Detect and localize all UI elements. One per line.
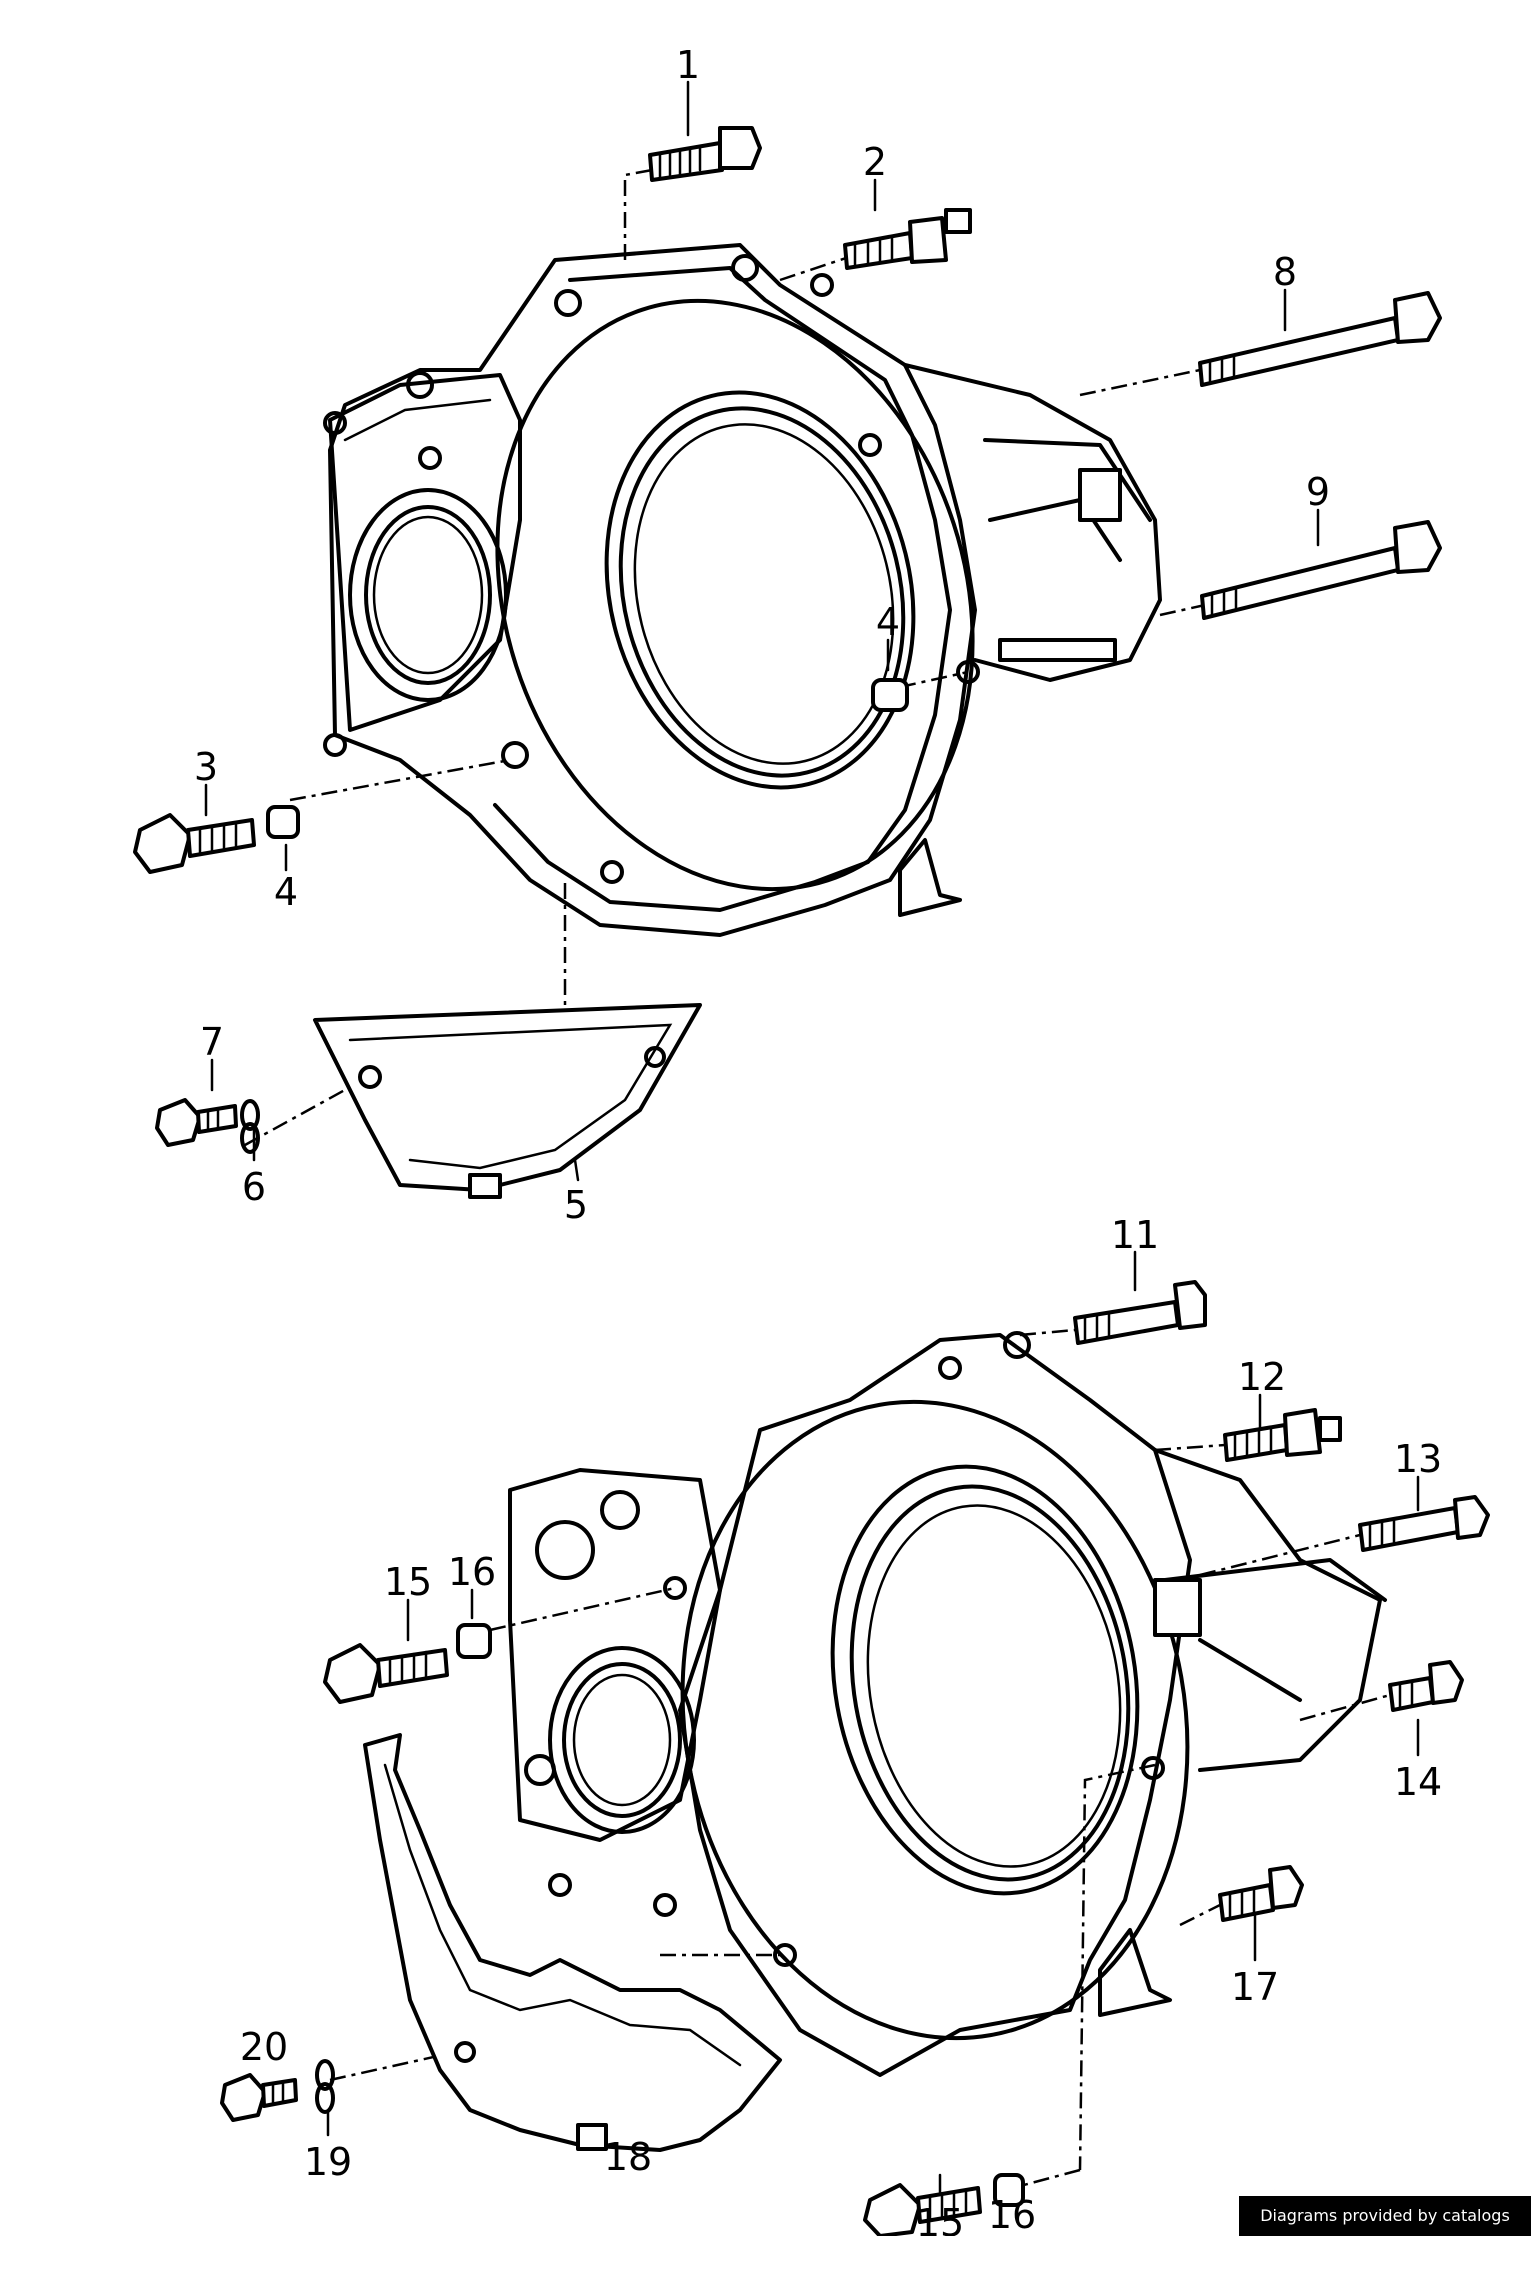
callout-20: 20 xyxy=(240,2025,288,2069)
callout-5: 5 xyxy=(564,1183,588,1227)
bolt-15-lower xyxy=(863,2183,982,2236)
sleeve-4-upper xyxy=(871,678,909,712)
cover-plate-5 xyxy=(313,1003,702,1199)
upper-bellhousing xyxy=(323,243,1162,937)
lower-leader-lines xyxy=(326,1250,1420,2207)
bolt-15-upper xyxy=(323,1643,449,1704)
callout-13: 13 xyxy=(1394,1437,1442,1481)
bolt-8 xyxy=(1198,291,1442,387)
callout-16-lower: 16 xyxy=(988,2193,1036,2236)
washer-6 xyxy=(240,1099,260,1154)
callout-4-lower: 4 xyxy=(274,870,298,914)
bolt-11 xyxy=(1073,1280,1207,1345)
bolt-17 xyxy=(1218,1865,1304,1922)
stud-12 xyxy=(1223,1408,1342,1462)
callout-14: 14 xyxy=(1394,1760,1442,1804)
callout-2: 2 xyxy=(863,140,887,184)
washer-19 xyxy=(315,2059,335,2114)
bolt-13 xyxy=(1358,1495,1490,1552)
callout-8: 8 xyxy=(1273,250,1297,294)
cover-plate-18 xyxy=(363,1733,782,2152)
callout-1: 1 xyxy=(676,43,700,87)
callout-16-upper: 16 xyxy=(448,1550,496,1594)
bolt-14 xyxy=(1388,1660,1464,1712)
bolt-9 xyxy=(1200,520,1442,620)
stud-2 xyxy=(843,208,972,270)
callout-19: 19 xyxy=(304,2140,352,2184)
callout-labels: 1 2 8 9 4 3 4 7 6 5 11 12 13 15 16 14 17… xyxy=(194,43,1442,2236)
diagram-credit: Diagrams provided by catalogs parts xyxy=(1239,2196,1531,2265)
callout-9: 9 xyxy=(1306,470,1330,514)
callout-3: 3 xyxy=(194,745,218,789)
sleeve-16-lower xyxy=(993,2173,1025,2207)
callout-4-upper: 4 xyxy=(876,600,900,644)
sleeve-16-upper xyxy=(456,1623,492,1659)
lower-bellhousing xyxy=(508,1331,1387,2077)
callout-7: 7 xyxy=(200,1020,224,1064)
callout-15-upper: 15 xyxy=(384,1560,432,1604)
sleeve-4-lower xyxy=(266,805,300,839)
callout-17: 17 xyxy=(1231,1965,1279,2009)
bolt-20 xyxy=(220,2073,298,2122)
callout-6: 6 xyxy=(242,1165,266,1209)
bolt-7 xyxy=(155,1098,238,1147)
callout-12: 12 xyxy=(1238,1355,1286,1399)
callout-11: 11 xyxy=(1111,1213,1159,1257)
bolt-3 xyxy=(133,813,256,874)
callout-15-lower: 15 xyxy=(916,2201,964,2236)
bolt-1 xyxy=(648,126,762,182)
callout-18: 18 xyxy=(604,2135,652,2179)
